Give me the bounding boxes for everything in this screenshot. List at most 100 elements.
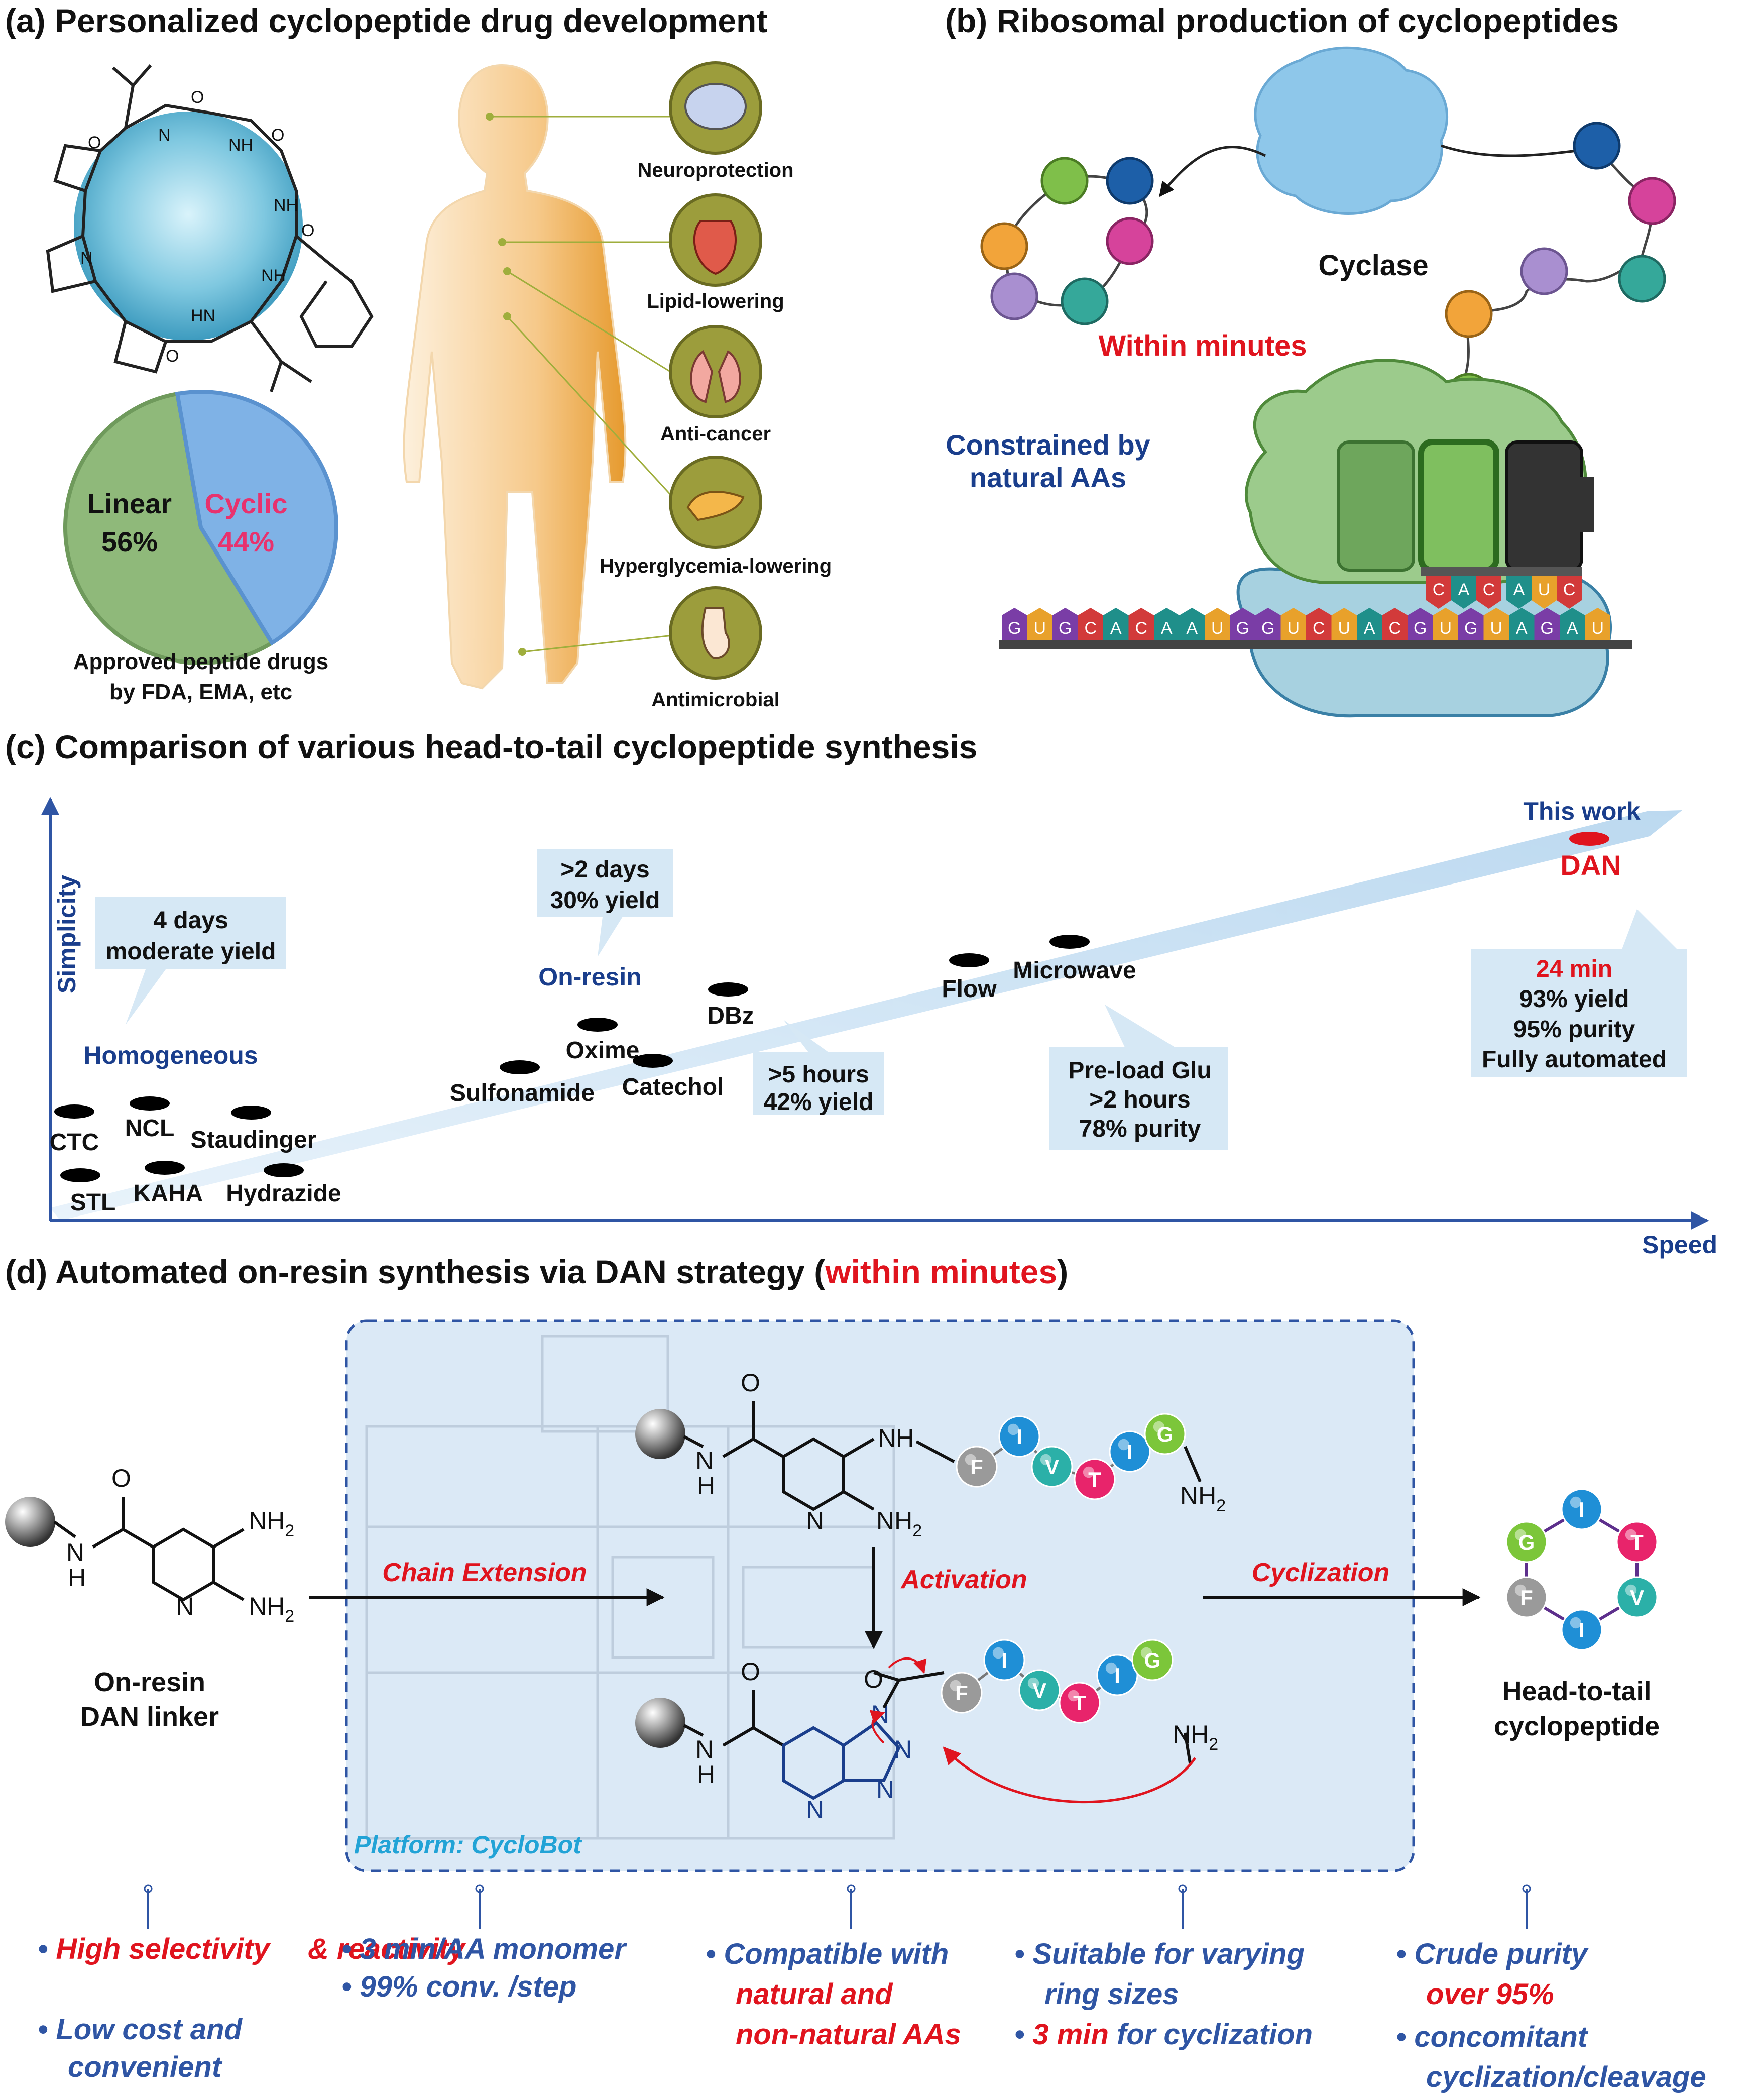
- amino-acid-letter: F: [1520, 1586, 1533, 1609]
- callout-line: 24 min: [1536, 956, 1612, 982]
- callout-line: 4 days: [153, 907, 228, 934]
- method-label-stl: STL: [70, 1189, 116, 1216]
- target-lipid-lowering: Lipid-lowering: [498, 193, 784, 312]
- molecule-core: [74, 112, 303, 341]
- feature-2: • 3 min/AA monomer • 99% conv. /step: [341, 1933, 634, 2003]
- nucleotide-letter: U: [1439, 619, 1452, 638]
- callout-microwave: Pre-load Glu >2 hours 78% purity: [1049, 1005, 1228, 1150]
- panel-a: (a) Personalized cyclopeptide drug devel…: [5, 2, 832, 711]
- nucleotide: U: [1433, 608, 1458, 640]
- pie-label-cyclic: Cyclic: [205, 488, 288, 519]
- nucleotide-letter: G: [1008, 619, 1021, 638]
- nucleotide: U: [1483, 608, 1509, 640]
- amino-acid-letter: T: [1088, 1468, 1101, 1491]
- title-suffix: ): [1057, 1253, 1068, 1290]
- amino-acid-letter: I: [1016, 1425, 1022, 1449]
- cyclization-attack-arrow: [943, 1746, 1197, 1804]
- atom-label-hn: HN: [191, 306, 215, 325]
- point-kaha: [145, 1161, 185, 1175]
- amino-acid-bead: T: [1074, 1458, 1116, 1500]
- amino-acid-letter: F: [970, 1455, 983, 1479]
- resin-bead-icon: [5, 1497, 55, 1547]
- nucleotide: A: [1509, 608, 1535, 640]
- atom-h: H: [697, 1760, 715, 1789]
- anticodon-base: C: [1557, 576, 1582, 609]
- title-prefix: (d) Automated on-resin synthesis via DAN…: [5, 1253, 825, 1290]
- human-body-figure: [403, 64, 627, 690]
- amino-acid-bead: V: [1031, 1446, 1073, 1488]
- nucleotide-letter: U: [1287, 619, 1300, 638]
- anticodon-base: C: [1476, 576, 1501, 609]
- atom-nh2-terminal: NH2: [1173, 1720, 1218, 1754]
- amino-acid-bead: I: [1096, 1654, 1138, 1696]
- nucleotide: C: [1382, 608, 1408, 640]
- ribosome-a-site: [1505, 440, 1583, 572]
- constraint-line2: natural AAs: [970, 462, 1126, 493]
- callout-dan: 24 min 93% yield 95% purity Fully automa…: [1471, 909, 1687, 1077]
- atom-triazole-n3: N: [876, 1776, 894, 1804]
- ribosome-a-site-edge: [1577, 477, 1594, 532]
- nucleotide: G: [1534, 608, 1560, 640]
- nucleotide-letter: A: [1186, 619, 1198, 638]
- target-label: Neuroprotection: [637, 159, 793, 181]
- point-flow: [949, 953, 989, 967]
- target-anti-cancer: Anti-cancer: [503, 267, 771, 445]
- atom-label-n2: N: [80, 249, 93, 268]
- resin-bead-icon: [635, 1409, 685, 1459]
- amino-acid-letter: I: [1001, 1648, 1007, 1672]
- cyclobot-instrument-sketch: [365, 1335, 895, 1840]
- nucleotide: A: [1357, 608, 1382, 640]
- group-label-homogeneous: Homogeneous: [83, 1041, 258, 1069]
- amino-acid-letter: T: [1073, 1691, 1086, 1715]
- lungs-icon: [690, 350, 741, 403]
- proline-ring-2: [46, 235, 96, 293]
- amino-acid-letter: I: [1114, 1664, 1120, 1687]
- nucleotide: U: [1585, 608, 1610, 640]
- point-microwave: [1049, 935, 1090, 949]
- atom-label-nh2: NH: [274, 196, 298, 215]
- panel-b: (b) Ribosomal production of cyclopeptide…: [945, 2, 1676, 718]
- mrna-backbone: [999, 640, 1632, 649]
- atom-nh2-terminal: NH2: [1180, 1482, 1226, 1515]
- atom-o: O: [741, 1369, 760, 1397]
- pie-value-linear: 56%: [101, 526, 158, 558]
- proline-ring-3: [113, 321, 167, 374]
- ribosome-large-subunit: [1245, 359, 1587, 585]
- method-label-flow: Flow: [942, 976, 997, 1003]
- y-axis-label: Simplicity: [53, 875, 81, 993]
- nucleotide: U: [1331, 608, 1357, 640]
- amino-acid-letter: V: [1045, 1455, 1059, 1479]
- amino-acid-bead: F: [1505, 1576, 1548, 1618]
- method-points: CTC NCL Staudinger STL KAHA Hydrazide Su…: [50, 832, 1621, 1216]
- anticodon-letter: C: [1433, 580, 1445, 599]
- nucleotide-letter: U: [1338, 619, 1350, 638]
- callout-line: >2 days: [560, 856, 649, 883]
- product-caption-line1: Head-to-tail: [1502, 1676, 1652, 1706]
- feature-1: • High selectivity & reactivity • Low co…: [38, 1933, 473, 2083]
- callout-line: 78% purity: [1079, 1116, 1201, 1142]
- atom-n: N: [695, 1447, 714, 1475]
- method-label-dan: DAN: [1560, 849, 1621, 881]
- nucleotide: C: [1078, 608, 1103, 640]
- amino-acid-bead: I: [1109, 1430, 1151, 1473]
- atom-label-o2: O: [271, 126, 284, 145]
- pie-slice-linear: [63, 391, 275, 665]
- nucleotide-letter: A: [1364, 619, 1375, 638]
- method-label-sulfonamide: Sulfonamide: [450, 1080, 595, 1107]
- amino-acid-bead: G: [1505, 1521, 1548, 1563]
- point-catechol: [633, 1054, 673, 1068]
- amino-acid-letter: G: [1518, 1530, 1535, 1554]
- nucleotide-letter: G: [1541, 619, 1554, 638]
- anticodon-base: U: [1532, 576, 1557, 609]
- atom-nh: NH: [878, 1424, 914, 1452]
- point-dbz: [708, 982, 748, 997]
- heart-icon: [693, 220, 737, 275]
- nucleotide: A: [1560, 608, 1585, 640]
- callout-line: 30% yield: [550, 887, 660, 914]
- atom-h: H: [697, 1472, 715, 1500]
- leucine-side-chain: [112, 64, 152, 129]
- feature-pins: [144, 1884, 1531, 1929]
